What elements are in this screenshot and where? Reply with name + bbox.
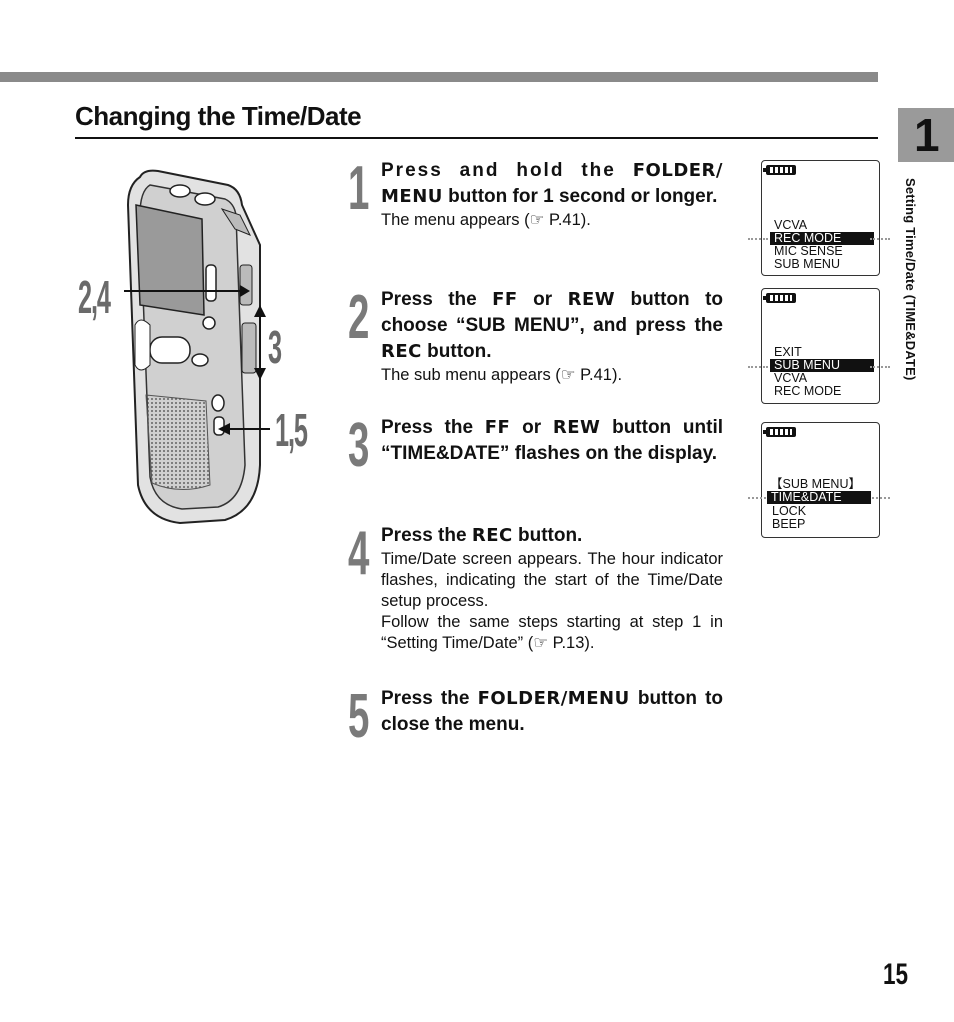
flash-indicator <box>748 497 766 499</box>
display-line: MIC SENSE <box>774 244 843 258</box>
battery-icon <box>763 427 796 437</box>
battery-icon <box>763 165 796 175</box>
flash-indicator <box>872 497 890 499</box>
display-line: EXIT <box>774 345 802 359</box>
title-rule <box>75 137 878 139</box>
step-2-body: The sub menu appears (☞ P.41). <box>381 366 623 384</box>
step-4-body: Time/Date screen appears. The hour indic… <box>381 550 723 610</box>
page-number: 15 <box>883 958 909 991</box>
step-3: Press the FF or REW button until “TIME&D… <box>381 415 723 467</box>
flash-indicator <box>748 366 768 368</box>
display-line: LOCK <box>772 504 807 518</box>
flash-indicator <box>870 238 890 240</box>
step-2: Press the FF or REW button to choose “SU… <box>381 287 723 386</box>
rew-button-label: REW <box>567 289 616 310</box>
display-selected-line: REC MODE <box>770 232 874 245</box>
ff-button-label: FF <box>492 289 518 310</box>
step-5: Press the FOLDER/MENU button to close th… <box>381 686 723 738</box>
step-4-body-2: Follow the same steps starting at step 1… <box>381 613 723 652</box>
callout-2-4: 2,4 <box>78 271 111 323</box>
step-1-body: The menu appears (☞ P.41). <box>381 211 591 229</box>
chapter-number: 1 <box>914 109 940 161</box>
display-line: REC MODE <box>774 384 842 398</box>
display-selected-line: SUB MENU <box>770 359 874 372</box>
page-title: Changing the Time/Date <box>75 101 362 131</box>
step-number-3: 3 <box>348 411 370 480</box>
display-line: 【SUB MENU】 <box>770 477 861 491</box>
step-5-heading: Press the FOLDER/MENU button to close th… <box>381 688 723 735</box>
step-1-heading: Press and hold the FOLDER/ MENU button f… <box>381 160 723 207</box>
chapter-tab <box>898 108 954 162</box>
display-line: BEEP <box>772 517 806 531</box>
ff-button-label: FF <box>484 417 511 438</box>
step-1: Press and hold the FOLDER/ MENU button f… <box>381 158 723 231</box>
display-line: VCVA <box>774 371 808 385</box>
step-2-heading: Press the FF or REW button to choose “SU… <box>381 289 724 362</box>
side-label: Setting Time/Date (TIME&DATE) <box>903 178 918 381</box>
display-menu: VCVA REC MODE MIC SENSE SUB MENU <box>761 160 880 276</box>
display-time-date: 【SUB MENU】 TIME&DATE LOCK BEEP <box>761 422 880 538</box>
rec-button-label: REC <box>471 525 513 546</box>
rec-button-label: REC <box>381 341 422 362</box>
display-selected-line: TIME&DATE <box>767 491 871 504</box>
voice-recorder-illustration <box>124 169 270 525</box>
folder-menu-button-label: FOLDER/MENU <box>477 688 630 709</box>
step-number-5: 5 <box>348 682 370 751</box>
display-line: SUB MENU <box>774 257 840 271</box>
callout-1-5: 1,5 <box>275 404 308 456</box>
flash-indicator <box>748 238 768 240</box>
folder-menu-button-label: FOLDER/ MENU <box>381 160 723 207</box>
flash-indicator <box>870 366 890 368</box>
display-sub-menu-select: EXIT SUB MENU VCVA REC MODE <box>761 288 880 404</box>
step-4-heading: Press the REC button. <box>381 525 583 546</box>
top-bar <box>0 72 878 82</box>
step-number-4: 4 <box>348 519 370 588</box>
display-line: VCVA <box>774 218 808 232</box>
callout-3: 3 <box>268 321 282 373</box>
step-number-2: 2 <box>348 283 370 352</box>
step-number-1: 1 <box>348 154 370 223</box>
battery-icon <box>763 293 796 303</box>
step-3-heading: Press the FF or REW button until “TIME&D… <box>381 417 723 464</box>
rew-button-label: REW <box>552 417 601 438</box>
step-4: Press the REC button. Time/Date screen a… <box>381 523 723 654</box>
